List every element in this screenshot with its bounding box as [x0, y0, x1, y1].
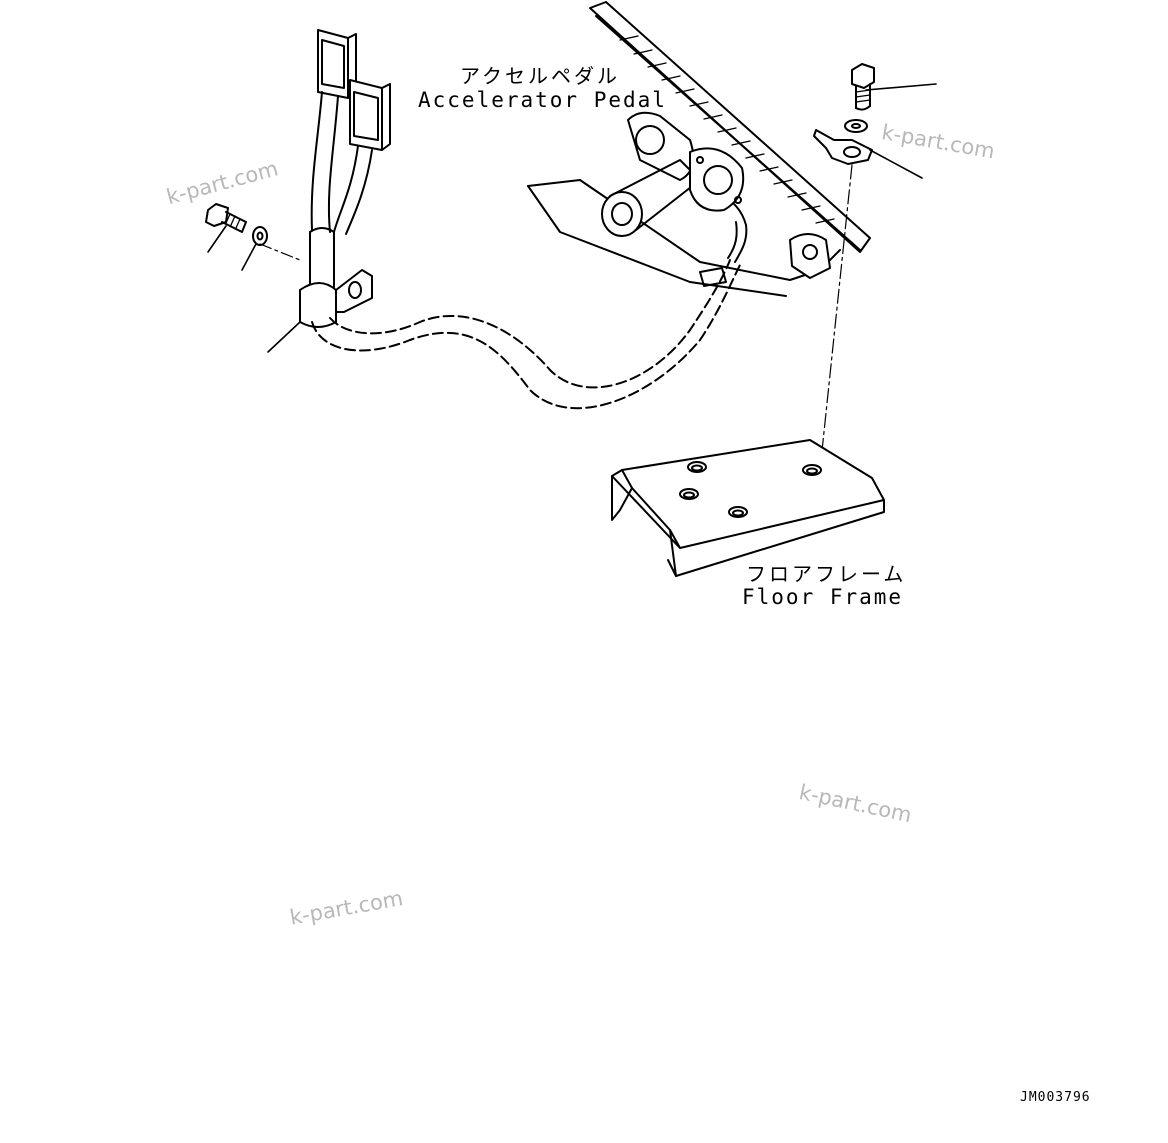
- clamp: [299, 269, 373, 328]
- left-center-line: [259, 243, 301, 261]
- floor-frame: [611, 439, 885, 577]
- drawing-code: JM003796: [1020, 1090, 1091, 1105]
- harness-wires: [310, 91, 373, 235]
- accelerator-pedal-label-jp: アクセルペダル: [460, 64, 620, 88]
- accelerator-pedal-label-en: Accelerator Pedal: [418, 88, 667, 112]
- right-tab: [813, 129, 873, 165]
- accelerator-pedal: [527, 1, 871, 297]
- leader-lines: [207, 83, 937, 353]
- right-bolt: [851, 63, 875, 111]
- floor-frame-label-jp: フロアフレーム: [746, 562, 907, 586]
- harness-connectors: [317, 29, 391, 151]
- floor-frame-label-en: Floor Frame: [742, 585, 904, 609]
- left-washer: [252, 226, 268, 246]
- right-washer: [844, 119, 868, 133]
- left-bolt: [205, 203, 247, 233]
- harness-sleeve: [309, 227, 335, 291]
- dashed-cable: [311, 259, 741, 410]
- center-line: [819, 164, 853, 471]
